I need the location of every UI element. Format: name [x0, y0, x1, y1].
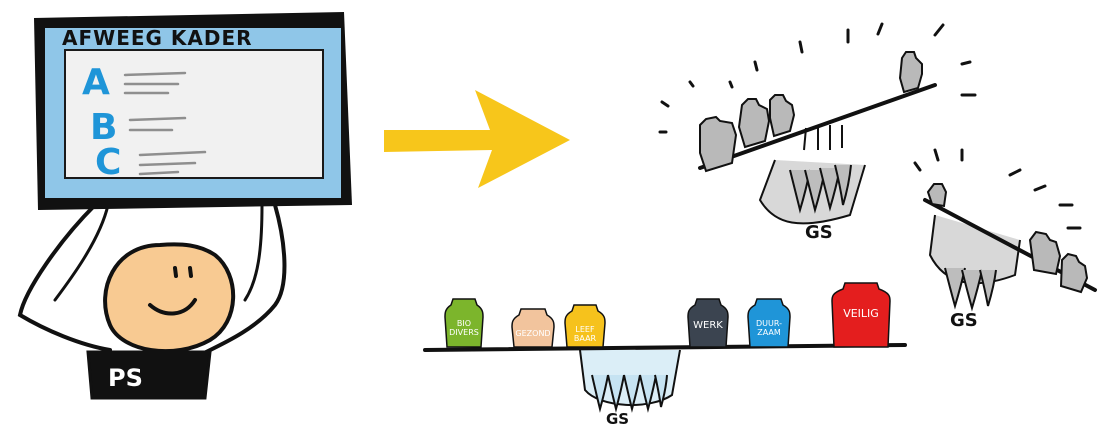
board-title: AFWEEG KADER — [62, 26, 253, 50]
shirt — [88, 352, 210, 398]
jar-label-3: LEEF BAAR — [565, 325, 605, 343]
board-letter-a: A — [82, 62, 110, 103]
jar-label-2: GEZOND — [512, 329, 554, 338]
board-letter-c: C — [95, 142, 121, 183]
balanced-scale — [425, 283, 905, 409]
head — [105, 244, 233, 351]
person-figure — [20, 205, 284, 398]
shirt-text: PS — [108, 364, 143, 392]
jar-2 — [512, 309, 554, 347]
jar-label-6: VEILIG — [832, 309, 890, 318]
tilted-scale-right — [915, 150, 1095, 308]
jar-label-1: BIO DIVERS — [445, 319, 483, 337]
jar-label-5: DUUR-ZAAM — [748, 319, 790, 337]
scale-label-right: GS — [950, 310, 978, 331]
jar-label-4: WERK — [688, 321, 728, 330]
scale-label-top: GS — [805, 222, 833, 243]
yellow-arrow-icon — [384, 90, 570, 188]
scale-label-bottom: GS — [606, 410, 629, 428]
